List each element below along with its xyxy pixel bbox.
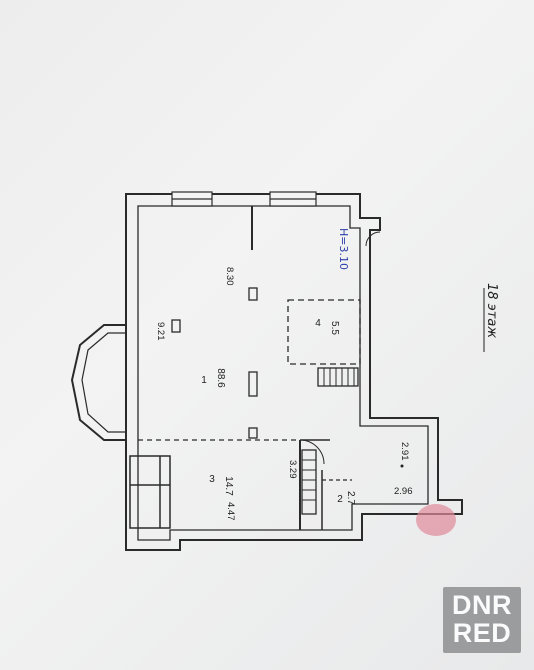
room-3-number: 3 xyxy=(209,474,215,485)
room-4-number: 4 xyxy=(315,318,321,329)
balcony xyxy=(129,455,171,529)
room-3-area: 14.7 xyxy=(223,476,234,496)
bay-window-inner xyxy=(81,332,126,433)
watermark-line2: RED xyxy=(452,618,512,648)
room-2-number: 2 xyxy=(337,494,343,505)
door-swing-1 xyxy=(299,439,325,465)
dim-left: 9.21 xyxy=(155,322,166,341)
column-4 xyxy=(171,319,181,333)
dim-right-vertical: 2.91 xyxy=(399,442,410,461)
outer-wall xyxy=(125,193,463,551)
room-1-area: 88.6 xyxy=(215,368,226,388)
door-swing-2 xyxy=(365,231,381,247)
height-note: H=3.10 xyxy=(337,228,350,270)
column-1 xyxy=(248,287,258,301)
dim-top: 8.30 xyxy=(224,267,235,286)
floor-note: 18 этаж xyxy=(484,283,499,338)
column-3 xyxy=(248,427,258,439)
dim-right-bottom: 2.96 xyxy=(394,486,413,497)
stamp-blob xyxy=(416,504,456,536)
bay-window xyxy=(70,324,126,441)
column-2 xyxy=(248,371,258,397)
dim-mid: 3.29 xyxy=(287,460,298,479)
watermark-line1: DNR xyxy=(452,590,512,621)
room-4-outline xyxy=(287,299,361,365)
room-1-number: 1 xyxy=(201,375,207,386)
shaft-bath xyxy=(301,449,317,515)
vent-grille xyxy=(317,367,359,387)
room-4-area: 5.5 xyxy=(329,321,340,335)
dot-mark xyxy=(400,464,404,468)
inner-wall xyxy=(137,205,429,541)
watermark-logo: DNR RED xyxy=(443,587,521,653)
dim-bottom: 4.47 xyxy=(225,502,236,521)
room-2-area: 2.7 xyxy=(345,491,356,505)
